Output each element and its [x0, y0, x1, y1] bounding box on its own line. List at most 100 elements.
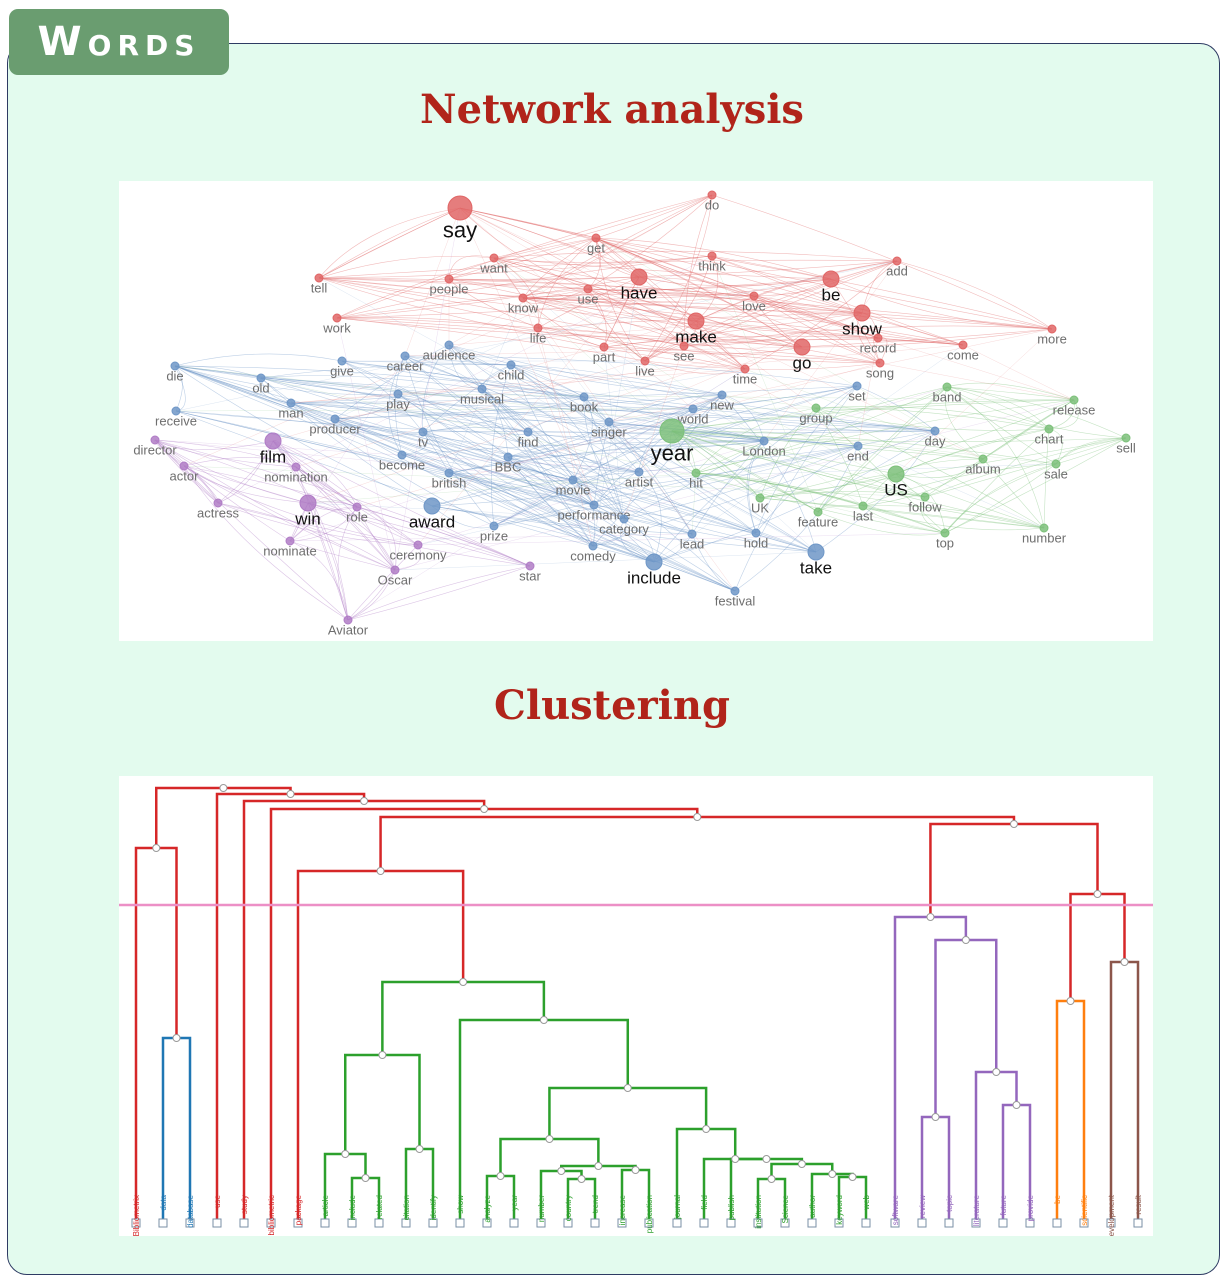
network-node-see[interactable] [679, 341, 689, 351]
leaf-marker[interactable] [347, 1218, 357, 1228]
leaf-marker[interactable] [753, 1218, 763, 1228]
network-node-part[interactable] [599, 342, 609, 352]
leaf-marker[interactable] [890, 1218, 900, 1228]
network-node-actress[interactable] [213, 498, 223, 508]
network-node-artist[interactable] [634, 467, 644, 477]
network-node-include[interactable] [645, 553, 663, 571]
leaf-marker[interactable] [861, 1218, 871, 1228]
leaf-marker[interactable] [1025, 1218, 1035, 1228]
network-node-performance[interactable] [589, 500, 599, 510]
dendrogram-node[interactable] [731, 1155, 740, 1163]
network-node-live[interactable] [640, 356, 650, 366]
dendrogram-node[interactable] [152, 844, 161, 852]
leaf-marker[interactable] [320, 1218, 330, 1228]
network-node-end[interactable] [853, 441, 863, 451]
network-node-british[interactable] [444, 468, 454, 478]
network-node-work[interactable] [332, 313, 342, 323]
network-node-hit[interactable] [691, 468, 701, 478]
leaf-marker[interactable] [374, 1218, 384, 1228]
network-node-career[interactable] [400, 351, 410, 361]
leaf-marker[interactable] [1052, 1218, 1062, 1228]
network-node-prize[interactable] [489, 521, 499, 531]
network-node-know[interactable] [518, 293, 528, 303]
network-node-nominate[interactable] [285, 536, 295, 546]
dendrogram-node[interactable] [172, 1034, 181, 1042]
leaf-marker[interactable] [131, 1218, 141, 1228]
dendrogram-node[interactable] [1009, 820, 1018, 828]
network-node-receive[interactable] [171, 406, 181, 416]
leaf-marker[interactable] [482, 1218, 492, 1228]
dendrogram-node[interactable] [557, 1167, 566, 1175]
leaf-marker[interactable] [699, 1218, 709, 1228]
leaf-marker[interactable] [1079, 1218, 1089, 1228]
network-node-london[interactable] [759, 436, 769, 446]
leaf-marker[interactable] [617, 1218, 627, 1228]
network-node-comedy[interactable] [588, 541, 598, 551]
leaf-marker[interactable] [428, 1218, 438, 1228]
dendrogram-node[interactable] [702, 1125, 711, 1133]
dendrogram-node[interactable] [828, 1170, 837, 1178]
network-node-actor[interactable] [179, 461, 189, 471]
network-node-chart[interactable] [1044, 424, 1054, 434]
network-node-be[interactable] [822, 270, 840, 288]
network-node-add[interactable] [892, 256, 902, 266]
dendrogram-node[interactable] [545, 1135, 554, 1143]
leaf-marker[interactable] [780, 1218, 790, 1228]
network-node-sell[interactable] [1121, 433, 1131, 443]
network-node-new[interactable] [717, 390, 727, 400]
dendrogram-node[interactable] [480, 805, 489, 813]
dendrogram-node[interactable] [961, 936, 970, 944]
leaf-marker[interactable] [672, 1218, 682, 1228]
network-node-tv[interactable] [418, 427, 428, 437]
leaf-marker[interactable] [455, 1218, 465, 1228]
network-node-category[interactable] [619, 514, 629, 524]
leaf-marker[interactable] [536, 1218, 546, 1228]
network-node-show[interactable] [853, 304, 871, 322]
network-node-year[interactable] [659, 418, 685, 444]
network-node-uk[interactable] [755, 493, 765, 503]
leaf-marker[interactable] [917, 1218, 927, 1228]
network-node-aviator[interactable] [343, 615, 353, 625]
leaf-marker[interactable] [1133, 1218, 1143, 1228]
network-node-song[interactable] [875, 358, 885, 368]
network-node-go[interactable] [793, 338, 811, 356]
network-node-director[interactable] [150, 435, 160, 445]
leaf-marker[interactable] [807, 1218, 817, 1228]
dendrogram-node[interactable] [693, 813, 702, 821]
network-node-number[interactable] [1039, 523, 1049, 533]
dendrogram-node[interactable] [341, 1150, 350, 1158]
network-node-bbc[interactable] [503, 452, 513, 462]
dendrogram-node[interactable] [797, 1160, 806, 1168]
dendrogram-node[interactable] [1093, 890, 1102, 898]
network-node-old[interactable] [256, 373, 266, 383]
network-node-tell[interactable] [314, 273, 324, 283]
leaf-marker[interactable] [644, 1218, 654, 1228]
network-node-come[interactable] [958, 340, 968, 350]
network-node-last[interactable] [858, 501, 868, 511]
leaf-marker[interactable] [158, 1218, 168, 1228]
network-node-day[interactable] [930, 426, 940, 436]
network-node-hold[interactable] [751, 528, 761, 538]
leaf-marker[interactable] [266, 1218, 276, 1228]
network-node-find[interactable] [523, 427, 533, 437]
network-node-audience[interactable] [444, 340, 454, 350]
dendrogram-node[interactable] [1012, 1101, 1021, 1109]
dendrogram-node[interactable] [1120, 958, 1129, 966]
network-node-feature[interactable] [813, 507, 823, 517]
network-node-say[interactable] [447, 195, 473, 221]
leaf-marker[interactable] [509, 1218, 519, 1228]
dendrogram-node[interactable] [992, 1068, 1001, 1076]
leaf-marker[interactable] [212, 1218, 222, 1228]
network-node-set[interactable] [852, 381, 862, 391]
network-node-book[interactable] [579, 392, 589, 402]
dendrogram-node[interactable] [286, 790, 295, 798]
network-node-sale[interactable] [1051, 459, 1061, 469]
network-node-man[interactable] [286, 398, 296, 408]
network-node-have[interactable] [630, 268, 648, 286]
network-node-time[interactable] [740, 364, 750, 374]
network-node-singer[interactable] [604, 417, 614, 427]
network-node-festival[interactable] [730, 586, 740, 596]
network-node-get[interactable] [591, 233, 601, 243]
network-node-think[interactable] [707, 251, 717, 261]
dendrogram-node[interactable] [577, 1175, 586, 1183]
